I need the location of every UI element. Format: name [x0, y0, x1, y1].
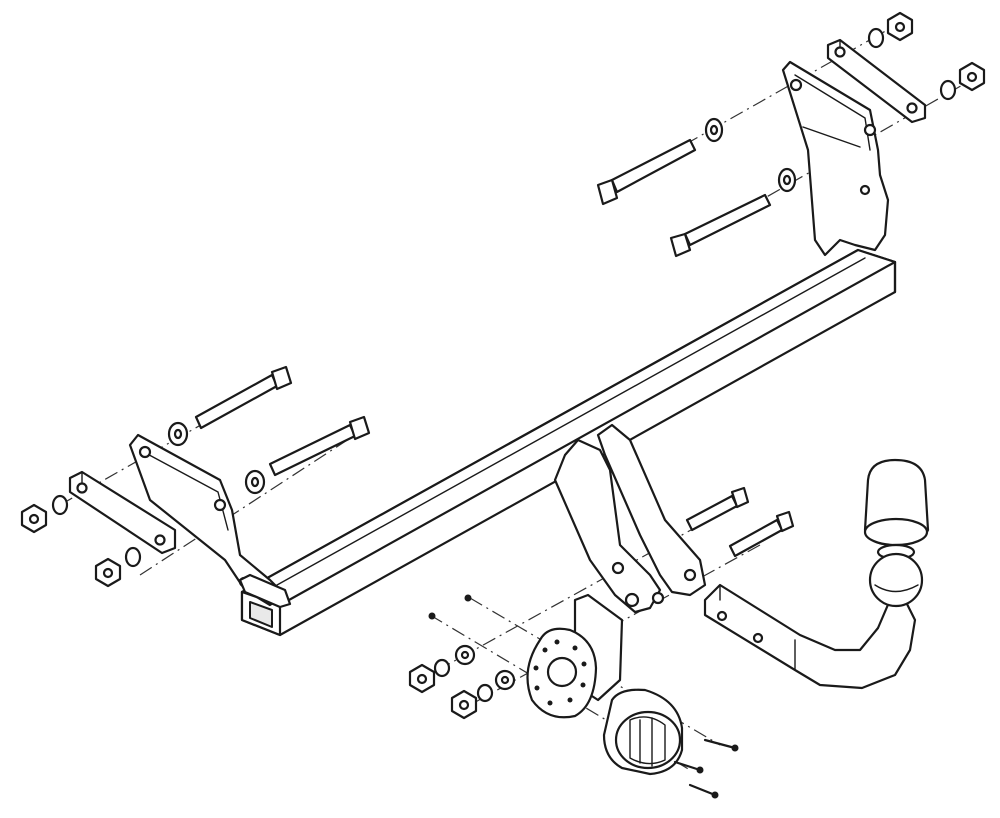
washer [777, 167, 797, 193]
nut [476, 683, 494, 703]
crossbar [240, 248, 897, 637]
nut [20, 503, 48, 534]
nut [867, 27, 885, 49]
nut [408, 663, 436, 694]
nut [939, 79, 957, 101]
small-nut [464, 594, 472, 602]
small-nut [428, 612, 436, 620]
washer [494, 669, 516, 691]
nut [450, 689, 478, 720]
socket-mounting-plate [526, 593, 624, 719]
socket-screws [673, 738, 739, 799]
washers [167, 117, 797, 691]
bolts [194, 138, 795, 558]
nut [124, 546, 142, 568]
center-mount-plates [553, 423, 707, 614]
nut [51, 494, 69, 516]
left-clamp-plate [68, 470, 177, 555]
right-side-bracket [781, 60, 890, 257]
bolt [268, 415, 371, 477]
washer [244, 469, 266, 495]
bolt [194, 365, 293, 430]
nut [433, 658, 451, 678]
washer [167, 421, 189, 447]
bolt [728, 510, 795, 558]
nut [886, 11, 914, 42]
bolt [596, 138, 697, 206]
nut [958, 61, 986, 92]
washer [454, 644, 476, 666]
bolt [685, 486, 750, 532]
left-side-bracket [128, 433, 292, 609]
bolt [669, 193, 772, 258]
tow-ball-neck [703, 583, 917, 690]
electrical-socket [602, 688, 684, 776]
right-clamp-plate [826, 38, 927, 124]
nuts [20, 11, 986, 720]
washer [704, 117, 724, 143]
tow-ball [863, 458, 930, 608]
nut [94, 557, 122, 588]
